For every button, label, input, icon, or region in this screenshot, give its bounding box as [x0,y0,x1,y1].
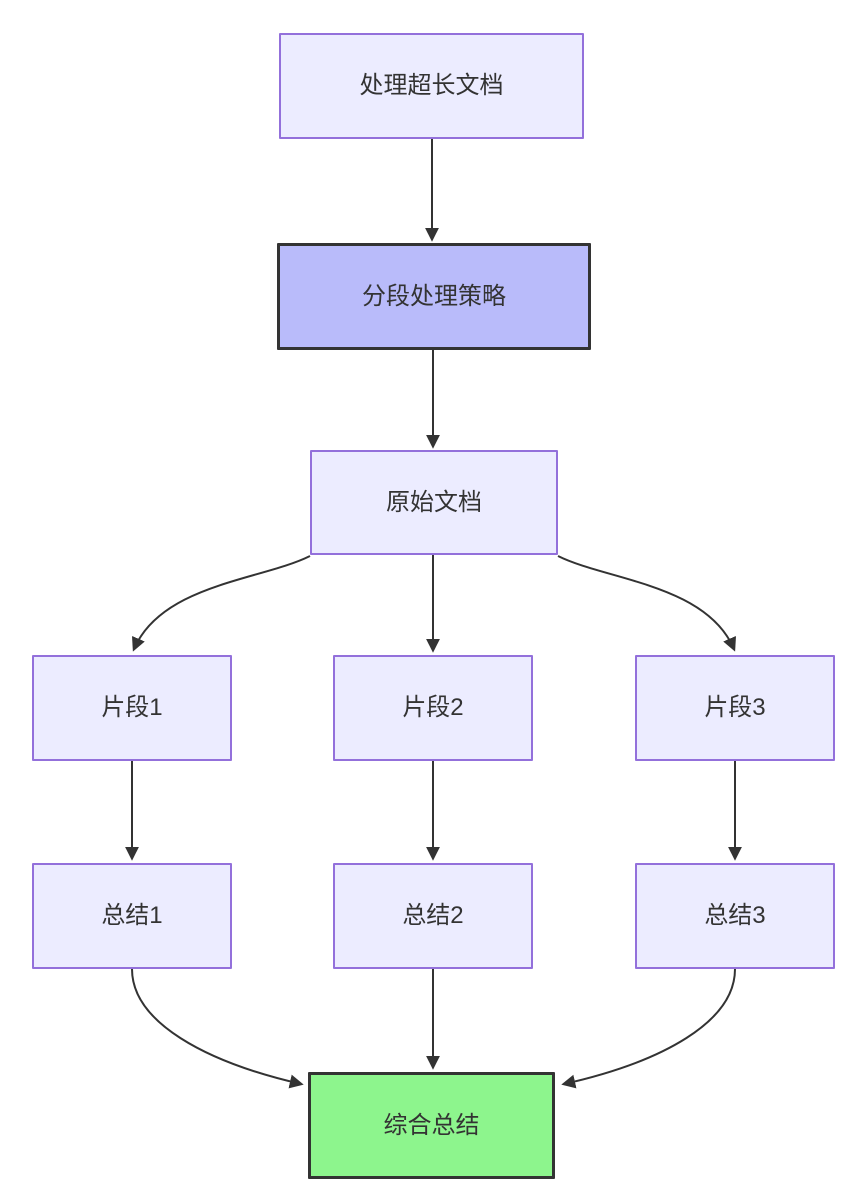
edge-E3-F [561,968,736,1089]
node-label: 片段3 [704,694,766,722]
node-summary-1: 总结1 [32,863,232,969]
node-label: 处理超长文档 [359,72,504,100]
edge-E1-F [131,968,304,1089]
node-original-document: 原始文档 [310,450,558,555]
node-label: 片段1 [101,694,163,722]
edge-C-D1 [132,555,311,652]
node-label: 原始文档 [386,488,482,516]
node-summary-3: 总结3 [635,863,835,969]
node-label: 综合总结 [383,1111,480,1139]
node-summary-2: 总结2 [333,863,533,969]
node-segmented-processing-strategy: 分段处理策略 [277,243,591,350]
node-process-long-document: 处理超长文档 [279,33,584,139]
node-fragment-2: 片段2 [333,655,533,761]
node-label: 总结1 [101,902,163,930]
node-fragment-1: 片段1 [32,655,232,761]
node-label: 总结2 [402,902,464,930]
edge-C-D3 [557,555,736,652]
node-comprehensive-summary: 综合总结 [308,1072,555,1179]
node-label: 片段2 [402,694,464,722]
node-label: 分段处理策略 [362,282,506,310]
node-fragment-3: 片段3 [635,655,835,761]
node-label: 总结3 [704,902,766,930]
